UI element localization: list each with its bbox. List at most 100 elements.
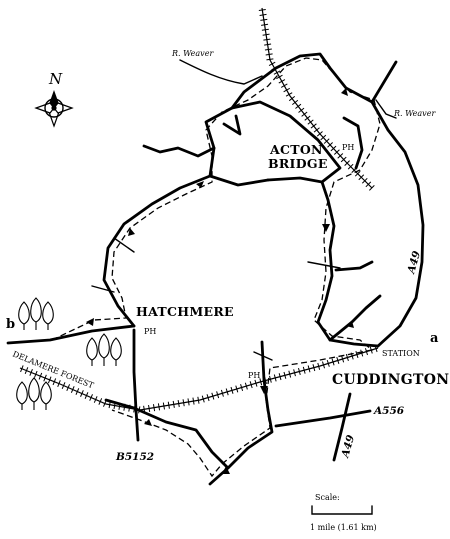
railway-tie <box>249 381 253 389</box>
railway-tie <box>143 405 146 413</box>
forest-trees <box>16 297 122 410</box>
railway-tie <box>307 119 314 125</box>
railway-tie <box>301 111 308 117</box>
road-acton-bridge-loop <box>204 100 342 184</box>
railway-tie <box>273 70 281 75</box>
railway-tie <box>288 370 292 378</box>
railway-tie <box>24 367 29 375</box>
route-arrow <box>196 181 204 188</box>
railway-tie <box>295 103 302 109</box>
railway-tie <box>20 365 24 373</box>
road-acton-north <box>230 52 374 110</box>
railway-tie <box>364 348 368 356</box>
route-arrow <box>128 228 135 236</box>
road-acton-spur-a <box>142 144 216 158</box>
road-cross-1 <box>113 237 135 253</box>
railway-tie <box>201 395 205 403</box>
railway-tie <box>330 145 337 152</box>
railway-tie <box>283 371 287 379</box>
road-cross-4 <box>253 351 273 361</box>
railway-tie <box>313 127 320 133</box>
railway-tie <box>259 13 267 16</box>
route-arrow <box>144 419 152 426</box>
route-arrow <box>346 321 354 328</box>
river-weaver <box>179 59 397 119</box>
railway-tie <box>197 396 200 404</box>
railway-tie <box>225 388 229 396</box>
railway-tie <box>285 92 293 97</box>
railway-tie <box>133 405 136 413</box>
railway-tie <box>321 361 326 369</box>
railway-tie <box>103 400 107 407</box>
railway-tie <box>98 398 103 405</box>
railway-tie <box>268 61 276 66</box>
railway-tie <box>337 153 344 159</box>
label-pub-acton: PH <box>342 143 354 152</box>
road-hatchmere-north <box>102 174 270 328</box>
railway-tie <box>354 170 361 177</box>
railway-tie <box>327 142 333 148</box>
railway-tie <box>66 384 71 391</box>
label-point-a: a <box>430 331 439 346</box>
roads <box>6 52 425 486</box>
railway-tie <box>192 397 195 405</box>
railway-ties <box>20 8 378 414</box>
label-road-b5152: B5152 <box>115 451 154 463</box>
railway-tie <box>206 394 210 402</box>
railway-tie <box>344 160 350 166</box>
tree-group-3 <box>16 377 52 410</box>
road-hatchmere-west <box>6 324 136 345</box>
route-arrow <box>260 386 268 394</box>
label-river-weaver-2: R. Weaver <box>393 109 436 118</box>
railway-tie <box>259 378 263 386</box>
railway-tie <box>61 382 66 389</box>
railway-tie <box>280 83 288 88</box>
railway-tie <box>341 355 345 363</box>
railway-tie <box>254 379 258 387</box>
road-b5152 <box>132 328 140 442</box>
compass-rose: N <box>34 70 74 128</box>
railway-tie <box>293 369 296 377</box>
railway-tie <box>269 375 272 383</box>
railway-tie <box>177 400 180 408</box>
road-acton-cuddington <box>316 180 380 348</box>
railway-tie <box>52 378 57 386</box>
tree-group-1 <box>18 297 54 330</box>
label-road-a556: A556 <box>373 405 405 417</box>
railway-tie <box>292 99 299 106</box>
railway-tie <box>326 359 330 367</box>
railway-tie <box>172 400 175 408</box>
railway-tie <box>187 398 190 406</box>
railway-tie <box>276 74 283 80</box>
compass-ring <box>44 98 64 118</box>
route-path <box>51 57 381 478</box>
railway-tie <box>258 8 266 12</box>
railway-tie <box>152 404 156 412</box>
railway-tie <box>355 351 359 359</box>
railway-tie <box>211 392 215 400</box>
scale-text: 1 mile (1.61 km) <box>310 523 377 532</box>
railway-tie <box>240 384 244 392</box>
railway-tie <box>29 369 33 376</box>
place-hatchmere: HATCHMERE <box>136 304 234 319</box>
railway-tie <box>369 185 375 191</box>
railway-tie <box>93 396 98 403</box>
railway-tie <box>84 392 89 399</box>
railway-tie <box>70 386 75 393</box>
railway-south <box>19 347 379 411</box>
railway-tie <box>138 406 141 414</box>
road-acton-spur-c <box>342 116 364 170</box>
railway-tie <box>307 365 311 373</box>
railway-tie <box>47 376 52 384</box>
railway-tie <box>57 380 61 388</box>
railway-tie <box>80 390 84 397</box>
railway-tie <box>244 382 248 390</box>
railway-tie <box>340 156 347 163</box>
road-cuddington-loop <box>328 294 382 342</box>
railway-tie <box>262 33 270 36</box>
route-arrow <box>222 466 230 474</box>
place-cuddington: CUDDINGTON <box>332 372 449 388</box>
railway-tie <box>304 115 311 121</box>
railway-tie <box>113 401 116 410</box>
